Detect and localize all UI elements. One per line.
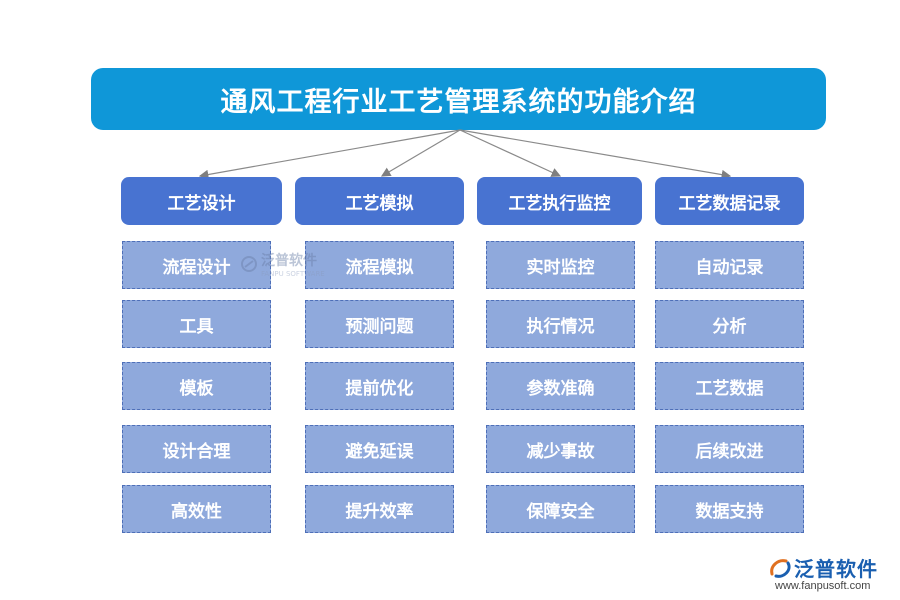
item-execution-monitoring-3: 参数准确 xyxy=(486,362,635,410)
category-data-recording: 工艺数据记录 xyxy=(655,177,804,225)
item-process-design-3: 模板 xyxy=(122,362,271,410)
item-process-simulation-4: 避免延误 xyxy=(305,425,454,473)
watermark: 泛普软件 FANPU SOFTWARE xyxy=(240,250,325,278)
item-process-simulation-5: 提升效率 xyxy=(305,485,454,533)
brand-url: www.fanpusoft.com xyxy=(775,580,871,592)
item-execution-monitoring-2: 执行情况 xyxy=(486,300,635,348)
category-execution-monitoring: 工艺执行监控 xyxy=(477,177,642,225)
brand-name: 泛普软件 xyxy=(794,557,878,581)
item-execution-monitoring-5: 保障安全 xyxy=(486,485,635,533)
page-title: 通风工程行业工艺管理系统的功能介绍 xyxy=(91,68,826,130)
item-process-design-4: 设计合理 xyxy=(122,425,271,473)
watermark-subtext: FANPU SOFTWARE xyxy=(261,270,325,278)
item-execution-monitoring-4: 减少事故 xyxy=(486,425,635,473)
item-process-simulation-1: 流程模拟 xyxy=(305,241,454,289)
arrow-to-col-1 xyxy=(198,129,461,180)
item-execution-monitoring-1: 实时监控 xyxy=(486,241,635,289)
item-data-recording-2: 分析 xyxy=(655,300,804,348)
fanpu-brand-icon xyxy=(770,558,791,578)
item-process-simulation-2: 预测问题 xyxy=(305,300,454,348)
item-data-recording-1: 自动记录 xyxy=(655,241,804,289)
item-process-design-2: 工具 xyxy=(122,300,271,348)
arrow-to-col-2 xyxy=(380,129,461,177)
brand-logo: 泛普软件 xyxy=(768,553,878,582)
arrow-to-col-4 xyxy=(459,129,732,180)
arrow-to-col-3 xyxy=(459,129,562,177)
category-process-design: 工艺设计 xyxy=(121,177,282,225)
item-data-recording-4: 后续改进 xyxy=(655,425,804,473)
fanpu-logo-icon xyxy=(241,256,257,272)
item-process-simulation-3: 提前优化 xyxy=(305,362,454,410)
category-process-simulation: 工艺模拟 xyxy=(295,177,464,225)
item-process-design-5: 高效性 xyxy=(122,485,271,533)
item-data-recording-5: 数据支持 xyxy=(655,485,804,533)
item-process-design-1: 流程设计 xyxy=(122,241,271,289)
watermark-text: 泛普软件 xyxy=(261,253,317,269)
item-data-recording-3: 工艺数据 xyxy=(655,362,804,410)
